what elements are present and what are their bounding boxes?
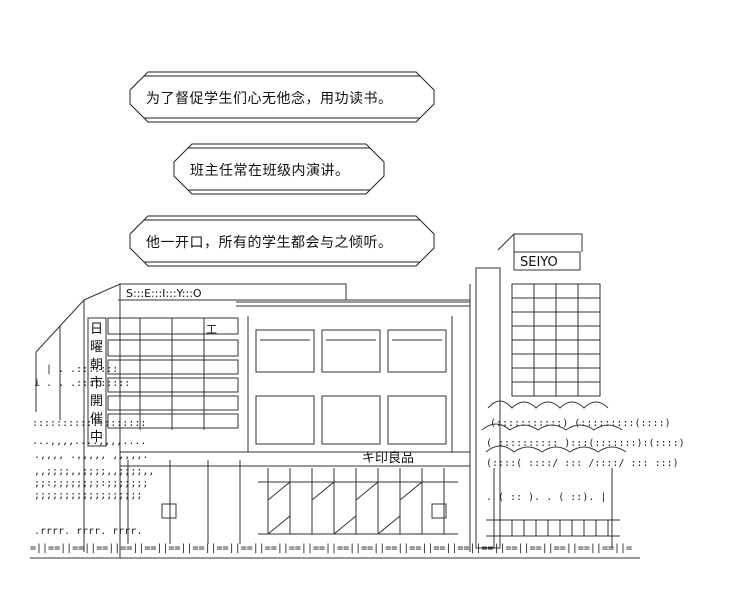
speech-bubble-2-frame: [173, 143, 385, 195]
speech-bubble-1: 为了督促学生们心无他念，用功读书。: [128, 70, 436, 124]
speech-bubble-3-frame: [129, 215, 435, 267]
vertical-sign-char-3: 朝: [90, 358, 103, 373]
speech-bubble-1-text: 为了督促学生们心无他念，用功读书。: [146, 91, 393, 107]
storefront-sign: キ印良品: [362, 450, 414, 466]
svg-text:;;;;;;;;;;;;;;;;;;: ;;;;;;;;;;;;;;;;;;: [34, 490, 142, 501]
svg-text:.rrrr. rrrr. rrrr.: .rrrr. rrrr. rrrr.: [34, 526, 142, 537]
svg-text:. ( :: ). . ( ::). |: . ( :: ). . ( ::). |: [486, 492, 606, 503]
svg-text:(::::( ::::/ ::: /::::/ ::: ::: (::::( ::::/ ::: /::::/ ::: :::): [486, 458, 679, 469]
vertical-sign-char-7: 中: [90, 430, 103, 445]
svg-text:| . .:::::::: | . .:::::::: [46, 364, 118, 375]
svg-text:( :::::::::: ):::(:::::::):(:: ( :::::::::: ):::(:::::::):(::::): [486, 438, 685, 449]
vertical-sign-char-6: 催: [90, 412, 103, 427]
vertical-sign: 日 曜 朝 市 開 催 中: [90, 322, 103, 445]
building-label: 工: [206, 323, 217, 336]
svg-text:;;:;;;;;;;;:;;;;;;;: ;;:;;;;;;;;:;;;;;;;: [34, 478, 148, 489]
speech-bubble-3-text: 他一开口，所有的学生都会与之倾听。: [146, 235, 393, 251]
left-rooftop-sign: S:::E:::I:::Y:::O: [126, 287, 202, 300]
right-rooftop-sign: SEIYO: [520, 255, 558, 270]
speech-bubble-1-frame: [129, 71, 435, 123]
speech-bubble-3: 他一开口，所有的学生都会与之倾听。: [128, 214, 436, 268]
vertical-sign-char-5: 開: [90, 394, 103, 409]
svg-text:,,;;;;,,;;;;,,;;;;,,: ,,;;;;,,;;;;,,;;;;,,: [34, 466, 154, 477]
vertical-sign-char-1: 日: [90, 322, 103, 337]
svg-text:.,,,, .,,,,, ,,,,,.: .,,,, .,,,,, ,,,,,.: [34, 450, 148, 461]
vertical-sign-char-2: 曜: [90, 340, 103, 355]
speech-bubble-2-text: 班主任常在班级内演讲。: [190, 163, 350, 179]
svg-text:(:::::::::::) (:::::::::(::::): (:::::::::::) (:::::::::(::::): [490, 418, 671, 429]
speech-bubble-2: 班主任常在班级内演讲。: [172, 142, 386, 196]
vertical-sign-char-4: 市: [90, 375, 103, 391]
svg-text:i . . .:::::::::: i . . .:::::::::: [34, 378, 130, 389]
svg-text::::::::::::::::::::: :::::::::::::::::::: [32, 418, 146, 429]
svg-text:=||==||==||==||==||==||==||==|: =||==||==||==||==||==||==||==||==||==||=…: [30, 543, 632, 554]
svg-text:...,,,,....,,,,....: ...,,,,....,,,,....: [32, 436, 146, 447]
